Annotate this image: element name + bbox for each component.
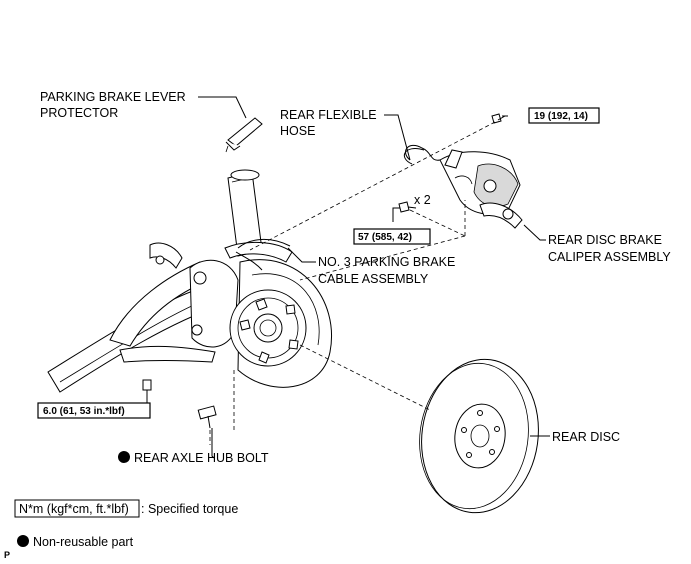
torque-box-caliper-side bbox=[353, 228, 431, 245]
legend-torque-text: : Specified torque bbox=[141, 502, 238, 516]
label-no3-cable-1: NO. 3 PARKING BRAKE bbox=[318, 255, 455, 269]
label-parking-brake-lever-protector-2: PROTECTOR bbox=[40, 106, 118, 120]
legend-non-reusable-text: Non-reusable part bbox=[33, 535, 134, 549]
label-caliper-2: CALIPER ASSEMBLY bbox=[548, 250, 671, 264]
label-rear-flexible-hose-2: HOSE bbox=[280, 124, 315, 138]
torque-box-cable-bolt bbox=[37, 402, 151, 419]
label-parking-brake-lever-protector-1: PARKING BRAKE LEVER bbox=[40, 90, 186, 104]
torque-spec-boxes: 19 (192, 14) 57 (585, 42) 6.0 (61, 53 in… bbox=[37, 107, 600, 419]
label-no3-cable-2: CABLE ASSEMBLY bbox=[318, 272, 429, 286]
hub-bolts bbox=[239, 298, 299, 364]
label-quantity: x 2 bbox=[414, 193, 431, 207]
rear-disc-part bbox=[419, 358, 539, 514]
corner-mark: P bbox=[4, 550, 10, 560]
torque-caliper-top: 19 (192, 14) bbox=[534, 111, 588, 122]
non-reusable-mark-icon bbox=[118, 451, 130, 463]
torque-cable-bolt: 6.0 (61, 53 in.*lbf) bbox=[43, 406, 125, 417]
labels: PARKING BRAKE LEVER PROTECTOR REAR FLEXI… bbox=[40, 90, 671, 465]
legend-non-reusable-icon bbox=[17, 535, 29, 547]
torque-caliper-side: 57 (585, 42) bbox=[358, 232, 412, 243]
legend: N*m (kgf*cm, ft.*lbf) : Specified torque… bbox=[4, 499, 238, 560]
parking-brake-lever-protector-part bbox=[225, 117, 263, 153]
assembly-lines bbox=[146, 121, 496, 445]
label-rear-disc: REAR DISC bbox=[552, 430, 620, 444]
rear-axle-hub-bolt-part bbox=[197, 405, 217, 429]
rear-knuckle-assembly bbox=[47, 169, 332, 393]
legend-torque-box bbox=[14, 499, 140, 518]
label-caliper-1: REAR DISC BRAKE bbox=[548, 233, 662, 247]
torque-box-caliper-top bbox=[528, 107, 600, 124]
caliper-assembly-part bbox=[398, 113, 523, 229]
label-rear-flexible-hose-1: REAR FLEXIBLE bbox=[280, 108, 377, 122]
legend-torque-box-text: N*m (kgf*cm, ft.*lbf) bbox=[19, 502, 129, 516]
label-rear-axle-hub-bolt: REAR AXLE HUB BOLT bbox=[134, 451, 269, 465]
